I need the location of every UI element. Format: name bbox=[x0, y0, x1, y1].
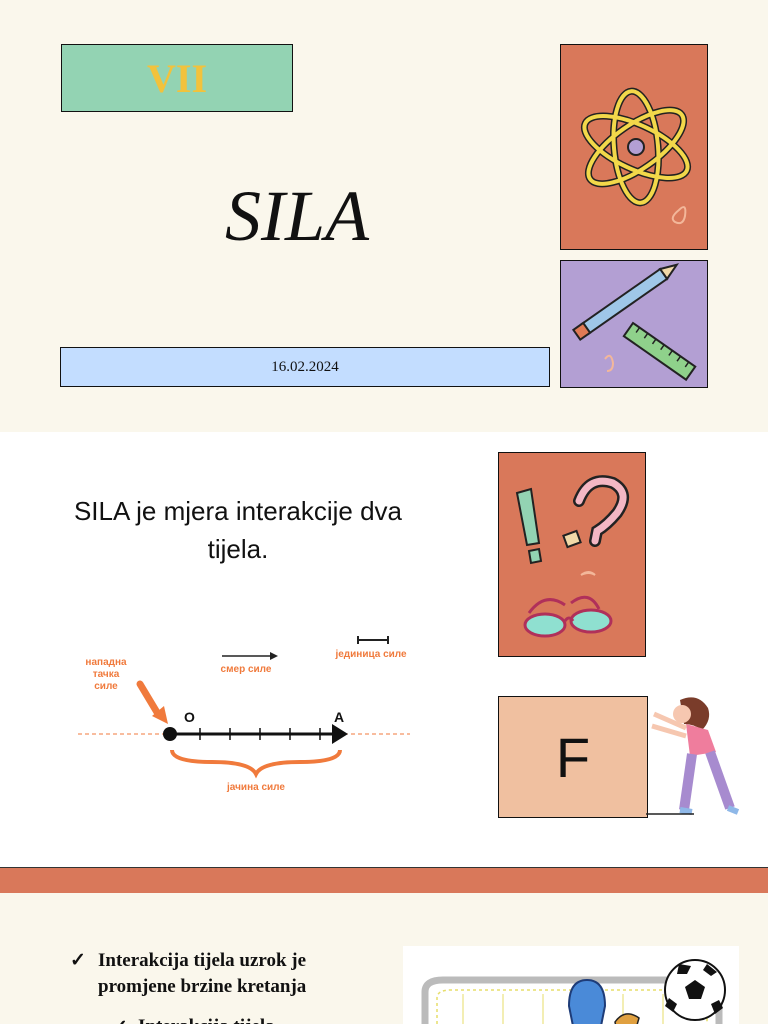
pencil-ruler-card bbox=[560, 260, 708, 388]
atom-card bbox=[560, 44, 708, 250]
slide-title-text: SILA bbox=[225, 176, 369, 256]
slide-title: VII SILA 16.02.2024 bbox=[0, 0, 768, 432]
origin-label: O bbox=[184, 709, 195, 725]
direction-label: смер силе bbox=[221, 664, 272, 675]
point-label-line: тачка bbox=[93, 669, 120, 680]
magnitude-brace bbox=[170, 749, 342, 779]
grade-label: VII bbox=[146, 55, 208, 101]
bullet-item: ✓ Interakcija tijela bbox=[112, 1016, 275, 1024]
point-label-line: нападна bbox=[85, 657, 127, 668]
goalkeeper-glove-icon bbox=[567, 978, 607, 1024]
bullet-text: Interakcija tijela bbox=[138, 1016, 275, 1024]
question-card bbox=[498, 452, 646, 657]
slide-definition: SILA je mjera interakcije dva tijela. F bbox=[0, 432, 768, 867]
date-label: 16.02.2024 bbox=[271, 358, 339, 375]
date-box: 16.02.2024 bbox=[60, 347, 550, 387]
bullet-item: ✓ Interakcija tijela uzrok je promjene b… bbox=[70, 948, 370, 1000]
soccer-goal-icon bbox=[421, 959, 726, 1024]
grade-box: VII bbox=[61, 44, 293, 112]
check-icon: ✓ bbox=[70, 950, 86, 971]
woman-pushing-icon bbox=[646, 697, 740, 815]
point-label-line: силе bbox=[94, 681, 118, 692]
origin-point bbox=[163, 727, 177, 741]
slide-interaction: ✓ Interakcija tijela uzrok je promjene b… bbox=[0, 893, 768, 1024]
unit-label: јединица силе bbox=[334, 649, 407, 660]
bullet-text: Interakcija tijela uzrok je promjene brz… bbox=[98, 950, 307, 997]
end-label: A bbox=[334, 709, 344, 725]
force-letter: F bbox=[555, 725, 591, 789]
soccer-goal-image bbox=[403, 946, 739, 1024]
separator-band bbox=[0, 867, 768, 894]
question-exclamation-icon bbox=[515, 475, 629, 638]
atom-icon bbox=[580, 87, 692, 225]
definition-text: SILA je mjera interakcije dva tijela. bbox=[73, 496, 403, 564]
check-icon: ✓ bbox=[112, 1016, 138, 1024]
force-letter-box: F bbox=[498, 696, 648, 818]
magnitude-label: јачина силе bbox=[226, 782, 285, 792]
pencil-ruler-icon bbox=[571, 263, 697, 382]
